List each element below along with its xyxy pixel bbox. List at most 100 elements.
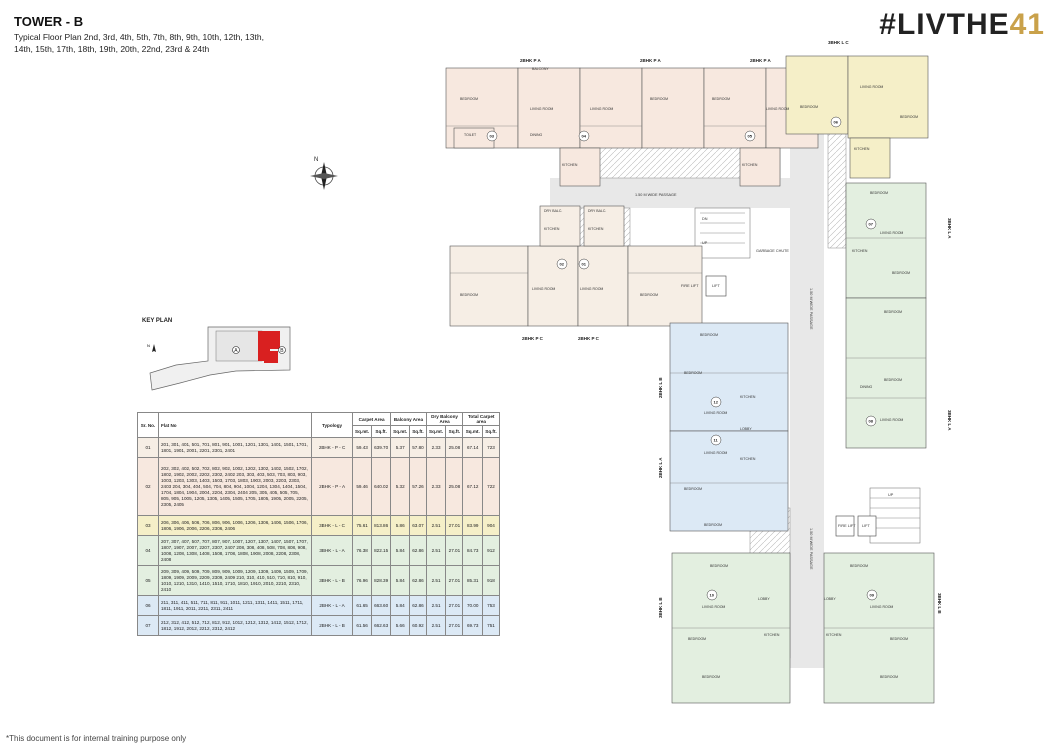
key-plan-north-icon: N <box>147 343 156 352</box>
unit-label-3lb-2: 3BHK L B <box>937 593 942 614</box>
cell-total-sqm: 67.12 <box>462 457 484 516</box>
unit-07-area <box>845 182 927 299</box>
cell-sr: 01 <box>137 437 159 458</box>
cell-dry-sqm: 2.33 <box>425 437 447 458</box>
room-bedroom-07a: BEDROOM <box>870 191 888 195</box>
col-typology: Typology <box>311 412 354 438</box>
room-bedroom-04: BEDROOM <box>650 97 668 101</box>
room-bedroom-02: BEDROOM <box>460 293 478 297</box>
cell-balcony-sqft: 62.86 <box>409 565 427 596</box>
cell-balcony-sqm: 5.66 <box>390 615 411 636</box>
sub-sqft: Sq.ft. <box>482 425 500 438</box>
flat-number-11: 11 <box>714 438 719 443</box>
room-bedroom-11b: BEDROOM <box>704 523 722 527</box>
lift-bottom <box>857 515 877 537</box>
room-bedroom-12b: BEDROOM <box>684 371 702 375</box>
unit-area-table: Sr. No. Flat No Typology Carpet Area Bal… <box>137 412 500 636</box>
stair-up-label-top: UP <box>702 241 708 245</box>
tower-b-highlight <box>258 331 280 361</box>
flat-number-10: 10 <box>710 593 715 598</box>
cell-dry-sqm: 2.51 <box>425 565 447 596</box>
sub-sqm: Sq.mt. <box>390 425 411 438</box>
cell-total-sqft: 753 <box>482 595 500 616</box>
cell-balcony-sqm: 5.37 <box>390 437 411 458</box>
cell-sr: 02 <box>137 457 159 516</box>
cell-dry-sqft: 27.01 <box>445 595 464 616</box>
stair-dn-label: DN <box>702 217 708 221</box>
cell-carpet-sqm: 61.56 <box>352 615 373 636</box>
brand-prefix: # <box>879 8 897 41</box>
cell-carpet-sqft: 639.70 <box>371 437 392 458</box>
lift-label-top: LIFT <box>712 284 720 288</box>
lift-label-bottom: LIFT <box>862 524 870 528</box>
sub-sqm: Sq.mt. <box>425 425 447 438</box>
cell-dry-sqft: 25.08 <box>445 437 464 458</box>
cell-balcony-sqm: 5.32 <box>390 457 411 516</box>
cell-typology: 2BHK - P - C <box>311 437 354 458</box>
col-sr: Sr. No. <box>137 412 159 438</box>
room-living-03: LIVING ROOM <box>530 107 553 111</box>
room-living-02: LIVING ROOM <box>532 287 555 291</box>
room-living-05: LIVING ROOM <box>766 107 789 111</box>
cell-flats: 211, 311, 411, 511, 711, 811, 911, 1011,… <box>157 595 313 616</box>
unit-label-2pa-2: 2BHK P A <box>640 58 662 63</box>
cell-carpet-sqft: 813.86 <box>371 515 392 536</box>
sub-sqm: Sq.mt. <box>352 425 373 438</box>
cell-dry-sqft: 27.01 <box>445 615 464 636</box>
cell-balcony-sqm: 5.84 <box>390 565 411 596</box>
room-bedroom-09b: BEDROOM <box>890 637 908 641</box>
cell-total-sqft: 918 <box>482 565 500 596</box>
cell-carpet-sqft: 663.60 <box>371 595 392 616</box>
room-drybalc-01: DRY BALC. <box>588 209 606 213</box>
cell-total-sqft: 751 <box>482 615 500 636</box>
cell-dry-sqm: 2.51 <box>425 535 447 566</box>
cell-carpet-sqm: 75.61 <box>352 515 373 536</box>
room-bedroom-09c: BEDROOM <box>880 675 898 679</box>
room-lobby-09: LOBBY <box>824 597 836 601</box>
unit-label-3lc: 3BHK L C <box>828 40 849 45</box>
room-living-09: LIVING ROOM <box>870 605 893 609</box>
garbage-chute-label: GARBAGE CHUTE <box>756 249 789 253</box>
cell-total-sqft: 723 <box>482 437 500 458</box>
col-flat: Flat No <box>157 412 313 438</box>
cell-flats: 202, 302, 402, 502, 702, 802, 902, 1002,… <box>157 457 313 516</box>
unit-11-area <box>669 430 789 532</box>
cell-balcony-sqm: 5.84 <box>390 595 411 616</box>
key-plan-a-label: A <box>234 348 238 354</box>
unit-label-2lb: 2BHK L B <box>658 377 663 398</box>
room-drybalc-02: DRY BALC. <box>544 209 562 213</box>
fire-lift-label-bottom: FIRE LIFT <box>838 524 856 528</box>
flat-number-12: 12 <box>714 400 719 405</box>
passage-label-horizontal: 1.50 M WIDE PASSAGE <box>635 193 677 197</box>
cell-typology: 3BHK - L - C <box>311 515 354 536</box>
sub-sqft: Sq.ft. <box>445 425 464 438</box>
unit-label-2la: 2BHK L A <box>658 457 663 478</box>
room-bedroom-08a: BEDROOM <box>884 310 902 314</box>
unit-label-2pc-1: 2BHK P C <box>522 336 544 341</box>
cell-dry-sqft: 27.01 <box>445 535 464 566</box>
cell-dry-sqm: 2.51 <box>425 615 447 636</box>
flat-number-03: 03 <box>490 134 495 139</box>
brand-hashtag: #LIVTHE41 <box>879 8 1045 42</box>
svg-text:N: N <box>147 343 150 348</box>
disclaimer-text: *This document is for internal training … <box>6 734 187 743</box>
cell-balcony-sqft: 57.80 <box>409 437 427 458</box>
room-living-04: LIVING ROOM <box>590 107 613 111</box>
room-kitchen-05: KITCHEN <box>742 163 758 167</box>
room-balcony-03: BALCONY <box>532 67 549 71</box>
cell-total-sqm: 67.14 <box>462 437 484 458</box>
cell-total-sqm: 85.31 <box>462 565 484 596</box>
room-bedroom-12a: BEDROOM <box>700 333 718 337</box>
room-living-10: LIVING ROOM <box>702 605 725 609</box>
flat-number-07: 07 <box>869 222 874 227</box>
room-kitchen-02: KITCHEN <box>544 227 560 231</box>
fire-lift-label-top: FIRE LIFT <box>681 284 699 288</box>
room-bedroom-11a: BEDROOM <box>684 487 702 491</box>
cell-total-sqm: 69.73 <box>462 615 484 636</box>
flat-number-01: 01 <box>582 262 587 267</box>
